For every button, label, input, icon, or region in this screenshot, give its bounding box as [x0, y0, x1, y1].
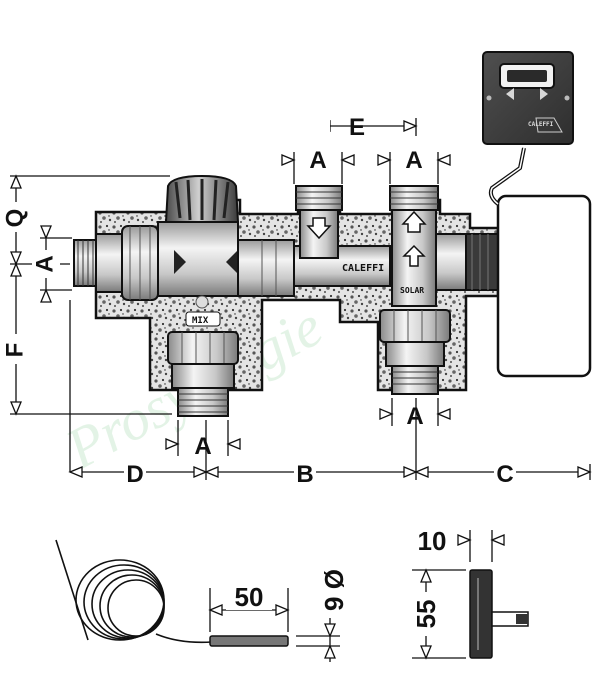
sensor-dimension-arrows — [208, 604, 336, 659]
sensor-probe — [209, 635, 289, 647]
left-bottom-outlet — [167, 331, 239, 417]
dim-label-q: Q — [1, 209, 28, 228]
electronic-controller: CALEFFI — [482, 51, 574, 145]
dim-label-a-bottom-left: A — [194, 433, 211, 460]
bracket-dimension-arrows — [420, 534, 505, 660]
right-bottom-outlet — [379, 309, 451, 395]
adjustment-knob — [164, 174, 240, 223]
sensor-diameter-label: 9 Ø — [319, 569, 349, 611]
thermal-actuator — [465, 194, 592, 378]
top-connection-left — [295, 185, 343, 259]
dim-label-a-top-right: A — [405, 147, 422, 174]
dim-label-c: C — [496, 461, 513, 488]
dim-label-d: D — [126, 461, 143, 488]
dim-label-b: B — [296, 461, 313, 488]
bracket-width-label: 10 — [418, 526, 447, 556]
dim-label-a-vertical: A — [31, 255, 58, 272]
mix-marking: MIX — [192, 316, 209, 326]
dim-label-f: F — [1, 343, 28, 358]
mounting-bracket — [469, 569, 529, 659]
mix-label: MIX — [185, 295, 221, 327]
top-connection-right: SOLAR — [389, 185, 467, 307]
dim-label-a-top-left: A — [309, 147, 326, 174]
sensor-probe-cable — [55, 539, 213, 644]
controller-marking: CALEFFI — [528, 121, 554, 128]
bracket-height-label: 55 — [411, 600, 441, 629]
left-inlet-fitting — [73, 225, 159, 301]
solar-marking: SOLAR — [400, 286, 424, 295]
sensor-length-label: 50 — [235, 582, 264, 612]
brand-marking: CALEFFI — [342, 263, 384, 274]
dim-label-e: E — [349, 114, 365, 141]
dim-label-a-bottom-right: A — [406, 403, 423, 430]
